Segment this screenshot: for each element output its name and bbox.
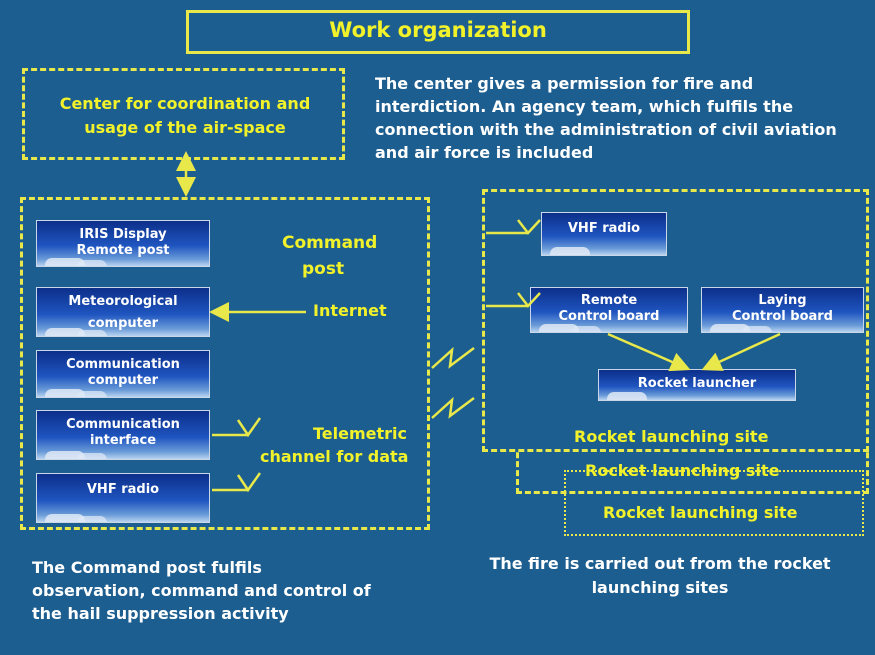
cloud-graphic: [45, 328, 85, 336]
device-label: computer: [87, 373, 159, 388]
command-post-box: [20, 197, 430, 530]
remote-to-launcher-arrow: [607, 332, 691, 372]
cloud-graphic: [710, 324, 750, 332]
device-label: interface: [89, 433, 157, 448]
device-rocket-launcher: Rocket launcher: [598, 369, 796, 401]
device-label: Communication: [66, 357, 180, 372]
telemetric-label-1: Telemetric: [313, 424, 408, 443]
launch-site-label-1: Rocket launching site: [574, 427, 769, 446]
cloud-graphic: [45, 451, 85, 459]
launch-site-label-2: Rocket launching site: [585, 461, 780, 480]
airspace-center-label: Center for coordination and usage of the…: [59, 94, 311, 137]
device-label: Control board: [732, 309, 833, 324]
device-iris-display: IRIS Display Remote post: [36, 220, 210, 267]
device-remote-control-board: Remote Control board: [530, 287, 688, 333]
cloud-graphic: [607, 392, 647, 400]
cloud-graphic: [45, 389, 85, 397]
launch-site-label-3: Rocket launching site: [603, 503, 798, 522]
command-post-title-1: Command: [282, 233, 378, 253]
antenna-icon: [486, 292, 541, 308]
cloud-graphic: [550, 247, 590, 255]
device-meteorological-computer: Meteorological computer: [36, 287, 210, 337]
device-label: IRIS Display: [79, 227, 167, 242]
command-post-description: The Command post fulfils observation, co…: [32, 558, 371, 623]
cloud-graphic: [77, 516, 107, 522]
cloud-graphic: [45, 514, 85, 522]
device-label: VHF radio: [567, 221, 641, 236]
device-label: computer: [87, 316, 159, 331]
cloud-graphic: [77, 260, 107, 266]
device-laying-control-board: Laying Control board: [701, 287, 864, 333]
telemetric-label-2: channel for data: [260, 447, 409, 466]
device-label: Remote: [580, 293, 638, 308]
device-label: Control board: [558, 309, 660, 324]
device-label: Communication: [66, 417, 180, 432]
cloud-graphic: [539, 324, 579, 332]
radio-link-icon: [431, 396, 475, 419]
cloud-graphic: [77, 453, 107, 459]
title-box: [186, 10, 690, 54]
antenna-icon: [212, 472, 262, 493]
cloud-graphic: [77, 330, 107, 336]
launch-site-box-3: [564, 470, 864, 536]
device-vhf-radio-site: VHF radio: [541, 212, 667, 256]
internet-label: Internet: [313, 301, 387, 320]
cloud-graphic: [45, 258, 85, 266]
cloud-graphic: [742, 326, 772, 332]
device-communication-interface: Communication interface: [36, 410, 210, 460]
laying-to-launcher-arrow: [701, 332, 781, 371]
device-vhf-radio-command: VHF radio: [36, 473, 210, 523]
device-communication-computer: Communication computer: [36, 350, 210, 398]
device-label: VHF radio: [86, 482, 160, 497]
device-label: Remote post: [76, 243, 170, 258]
antenna-icon: [212, 417, 262, 438]
launch-site-description: The fire is carried out from the rocket …: [489, 554, 831, 597]
device-label: Meteorological: [68, 294, 178, 309]
device-label: Rocket launcher: [637, 376, 757, 391]
radio-link-icon: [431, 346, 475, 369]
device-label: Laying: [758, 293, 807, 308]
antenna-icon: [486, 219, 541, 235]
command-post-title-2: post: [302, 259, 345, 279]
cloud-graphic: [77, 391, 107, 397]
slide-title: Work organization: [329, 18, 547, 42]
airspace-center-note: The center gives a permission for fire a…: [375, 74, 837, 162]
cloud-graphic: [571, 326, 601, 332]
